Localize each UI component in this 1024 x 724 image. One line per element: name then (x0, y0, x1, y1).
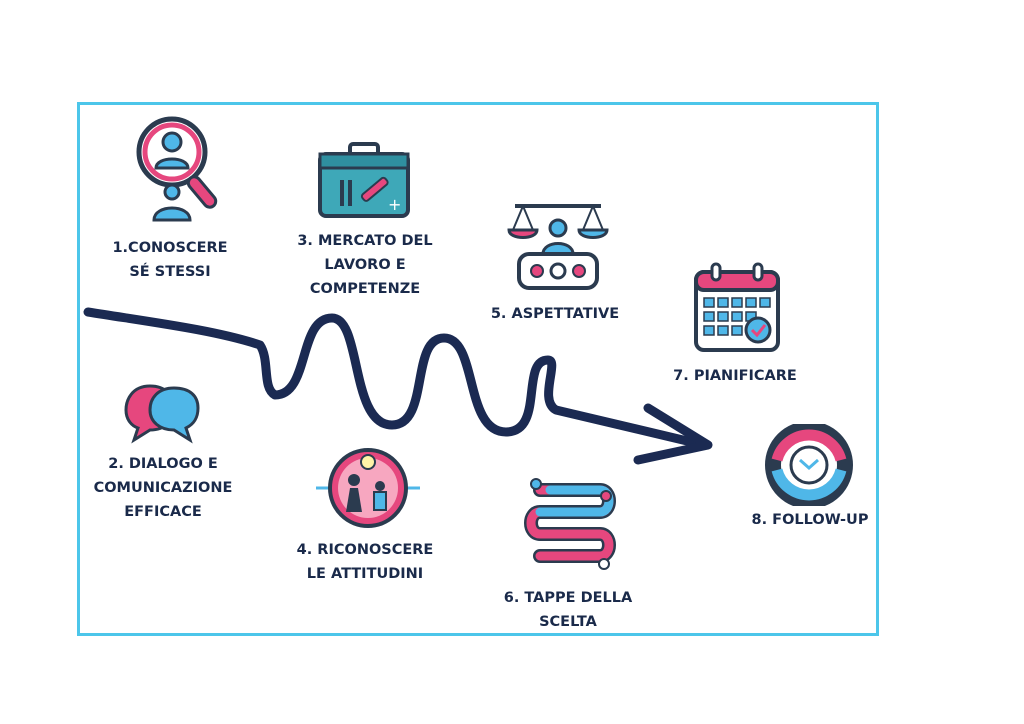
speech-bubbles-icon (124, 384, 200, 444)
svg-text:+: + (388, 195, 401, 214)
toolbox-icon: + (318, 142, 410, 218)
winding-road-icon (524, 478, 616, 570)
diagram-frame (77, 102, 879, 636)
calendar-icon (694, 262, 780, 352)
balance-scale-icon (507, 204, 609, 290)
arrow-head (633, 403, 713, 465)
magnifier-person-icon (136, 116, 218, 222)
step-7-label: 7. PIANIFICARE (673, 368, 797, 384)
people-lightbulb-icon (316, 448, 420, 528)
step-8-label: 8. FOLLOW-UP (751, 512, 869, 528)
cycle-arrows-icon (765, 424, 853, 506)
wavy-arrow-path (83, 307, 709, 450)
step-5-label: 5. ASPETTATIVE (490, 306, 620, 322)
